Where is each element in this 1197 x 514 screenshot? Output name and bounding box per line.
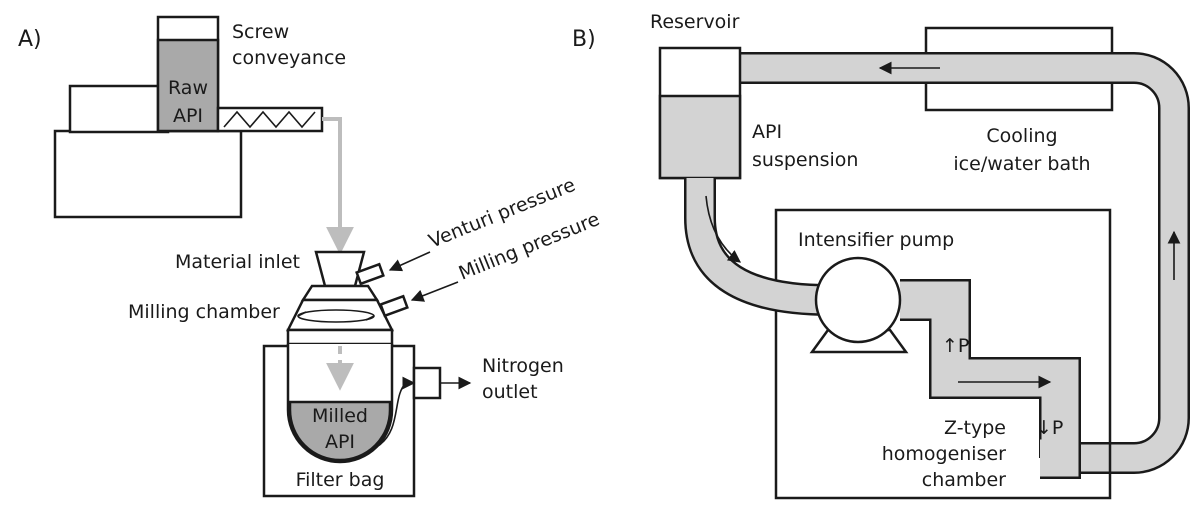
feeder-base bbox=[53, 129, 243, 219]
nitrogen-outlet-pipe bbox=[412, 366, 442, 400]
milled-api-label-line2: API bbox=[325, 431, 355, 453]
homogeniser-label-line1: Z-type bbox=[944, 417, 1006, 439]
reservoir-label: Reservoir bbox=[650, 11, 740, 33]
raw-api-label-line2: API bbox=[173, 105, 203, 127]
screw-label-line2: conveyance bbox=[232, 47, 346, 69]
api-suspension-label-line2: suspension bbox=[752, 149, 858, 171]
feed-pipe bbox=[686, 178, 831, 314]
raw-api-fill bbox=[156, 38, 220, 133]
venturi-nozzle bbox=[355, 262, 385, 286]
milled-api-fill bbox=[288, 400, 392, 462]
panel-a: A) Raw API Screw conveyance Venturi pres… bbox=[18, 15, 603, 498]
venturi-section bbox=[300, 284, 380, 302]
homogeniser-label-line3: chamber bbox=[922, 469, 1006, 491]
milling-nozzle bbox=[379, 294, 409, 318]
panel-a-letter: A) bbox=[18, 27, 42, 52]
homogeniser-label-line2: homogeniser bbox=[882, 443, 1006, 465]
nitrogen-label-line1: Nitrogen bbox=[482, 355, 564, 377]
feeder-step bbox=[68, 84, 170, 134]
screw-flight bbox=[223, 110, 316, 129]
api-suspension-fill bbox=[658, 94, 742, 180]
intensifier-pump-label: Intensifier pump bbox=[798, 229, 954, 251]
material-inlet-label: Material inlet bbox=[175, 251, 300, 273]
material-flow-path bbox=[322, 117, 354, 255]
milling-chamber bbox=[285, 298, 395, 332]
pressure-down-label: ↓P bbox=[1036, 417, 1063, 439]
pressure-up-label: ↑P bbox=[942, 335, 969, 357]
gas-return-arrow bbox=[377, 376, 416, 447]
filter-bag-label: Filter bag bbox=[296, 469, 385, 491]
raw-api-label-line1: Raw bbox=[168, 77, 208, 99]
swirl-ticks bbox=[297, 311, 375, 321]
homogeniser-chamber bbox=[900, 281, 1079, 477]
feed-flow-arrow bbox=[705, 195, 742, 263]
venturi-pressure-arrow bbox=[388, 251, 431, 272]
screw-label-line1: Screw bbox=[232, 21, 289, 43]
milling-chamber-base bbox=[286, 328, 394, 346]
material-inlet-funnel bbox=[314, 250, 366, 288]
nitrogen-label-line2: outlet bbox=[482, 381, 538, 403]
milling-chamber-label: Milling chamber bbox=[128, 301, 280, 323]
panel-b-letter: B) bbox=[572, 27, 596, 52]
cooling-label-line2: ice/water bath bbox=[953, 153, 1090, 175]
intensifier-pump bbox=[814, 256, 902, 344]
intensifier-enclosure bbox=[774, 208, 1112, 500]
milling-pressure-arrow bbox=[410, 281, 459, 302]
milled-api-label-line1: Milled bbox=[312, 405, 368, 427]
cooling-label-line1: Cooling bbox=[986, 125, 1057, 147]
api-suspension-label-line1: API bbox=[752, 121, 782, 143]
panel-b: B) Reservoir API suspension Cooling ice/… bbox=[572, 11, 1190, 500]
